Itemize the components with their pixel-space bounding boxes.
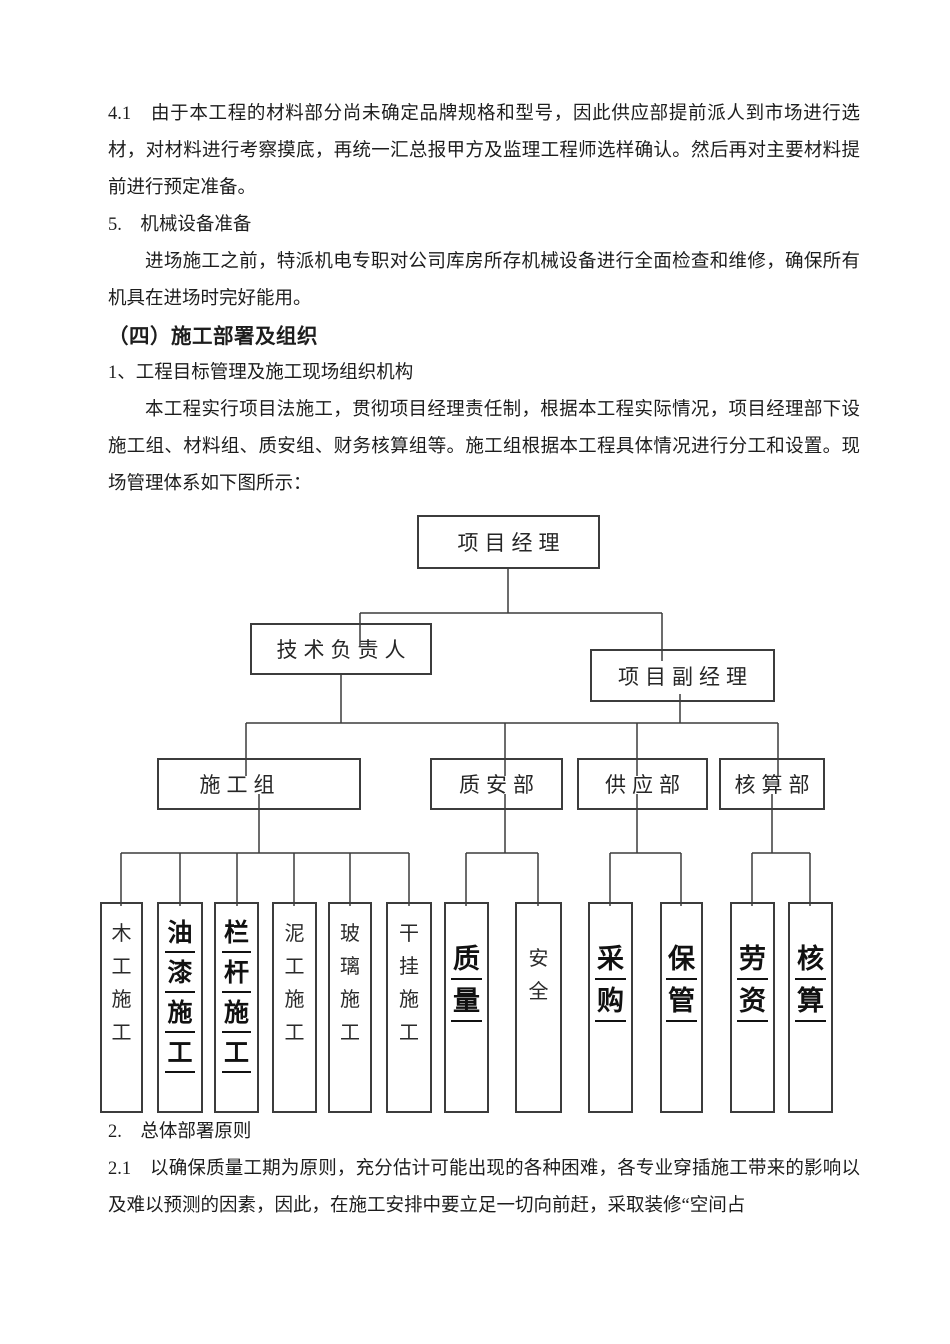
org-leaf-storekeeping: 保管 [660,902,703,1113]
org-leaf-masonry: 泥工施工 [272,902,317,1113]
org-node-technical-lead: 技术负责人 [250,623,432,675]
org-leaf-char: 管 [666,986,697,1022]
org-node-construction-group: 施工组 [157,758,361,810]
org-leaf-safety: 安全 [515,902,562,1113]
org-node-supply-dept: 供应部 [577,758,708,810]
org-leaf-carpentry: 木工施工 [100,902,143,1113]
org-leaf-char: 施 [221,999,251,1033]
org-leaf-char: 全 [528,981,549,1003]
org-leaf-char: 施 [111,989,132,1011]
heading-section-4: （四）施工部署及组织 [108,325,318,348]
org-leaf-char: 工 [111,956,132,978]
org-node-accounting-dept: 核算部 [719,758,825,810]
org-leaf-char: 施 [165,999,195,1033]
org-leaf-char: 杆 [221,959,251,993]
org-node-label: 施工组 [199,773,281,797]
paragraph-4-1: 4.1 由于本工程的材料部分尚未确定品牌规格和型号，因此供应部提前派人到市场进行… [108,104,860,198]
org-leaf-char: 算 [795,986,826,1022]
org-leaf-char: 质 [451,944,482,980]
heading-1: 1、工程目标管理及施工现场组织机构 [108,363,414,383]
org-node-project-manager: 项目经理 [417,515,600,569]
org-leaf-railing: 栏杆施工 [214,902,259,1113]
org-node-label: 供应部 [605,773,686,797]
org-leaf-char: 购 [595,986,626,1022]
org-node-quality-safety-dept: 质安部 [430,758,563,810]
org-leaf-char: 施 [284,989,305,1011]
org-leaf-char: 施 [399,989,419,1011]
org-leaf-glass: 玻璃施工 [328,902,372,1113]
paragraph-5: 进场施工之前，特派机电专职对公司库房所存机械设备进行全面检查和维修，确保所有机具… [108,252,860,309]
org-leaf-char: 工 [221,1039,251,1073]
paragraph-2-1: 2.1 以确保质量工期为原则，充分估计可能出现的各种困难，各专业穿插施工带来的影… [108,1159,860,1216]
paragraph-organization: 本工程实行项目法施工，贯彻项目经理责任制，根据本工程实际情况，项目经理部下设施工… [108,400,860,494]
org-leaf-char: 保 [666,944,697,980]
org-leaf-char: 挂 [399,956,419,978]
org-leaf-cost-accounting: 核算 [788,902,833,1113]
org-leaf-char: 工 [284,1022,305,1044]
org-leaf-char: 工 [340,1022,360,1044]
org-leaf-painting: 油漆施工 [157,902,203,1113]
org-leaf-char: 资 [737,986,768,1022]
org-node-label: 项目副经理 [618,664,753,689]
org-leaf-char: 工 [399,1022,419,1044]
heading-2: 2. 总体部署原则 [108,1122,252,1142]
org-node-label: 项目经理 [457,531,566,555]
org-node-label: 技术负责人 [276,638,412,662]
org-leaf-labor-wages: 劳资 [730,902,775,1113]
org-leaf-char: 施 [340,989,360,1011]
lower-text-block: 2. 总体部署原则 2.1 以确保质量工期为原则，充分估计可能出现的各种困难，各… [108,1114,860,1225]
org-leaf-char: 安 [528,948,549,970]
org-leaf-char: 量 [451,986,482,1022]
org-leaf-char: 木 [111,923,132,945]
org-node-deputy-project-manager: 项目副经理 [590,649,775,702]
org-leaf-char: 工 [111,1022,132,1044]
org-leaf-char: 玻 [340,923,360,945]
org-leaf-quality: 质量 [444,902,489,1113]
org-leaf-char: 工 [165,1039,195,1073]
heading-5: 5. 机械设备准备 [108,215,252,235]
org-leaf-char: 工 [284,956,305,978]
org-leaf-char: 泥 [284,923,305,945]
org-leaf-char: 璃 [340,956,360,978]
org-leaf-char: 油 [165,919,195,953]
org-node-label: 质安部 [459,773,540,797]
upper-text-block: 4.1 由于本工程的材料部分尚未确定品牌规格和型号，因此供应部提前派人到市场进行… [108,96,860,503]
org-leaf-char: 采 [595,944,626,980]
org-leaf-dry-hanging: 干挂施工 [386,902,432,1113]
org-leaf-purchasing: 采购 [588,902,633,1113]
org-leaf-char: 漆 [165,959,195,993]
org-leaf-char: 栏 [221,919,251,953]
org-leaf-char: 核 [795,944,826,980]
org-leaf-char: 劳 [737,944,768,980]
org-node-label: 核算部 [734,773,816,797]
org-leaf-char: 干 [399,923,419,945]
